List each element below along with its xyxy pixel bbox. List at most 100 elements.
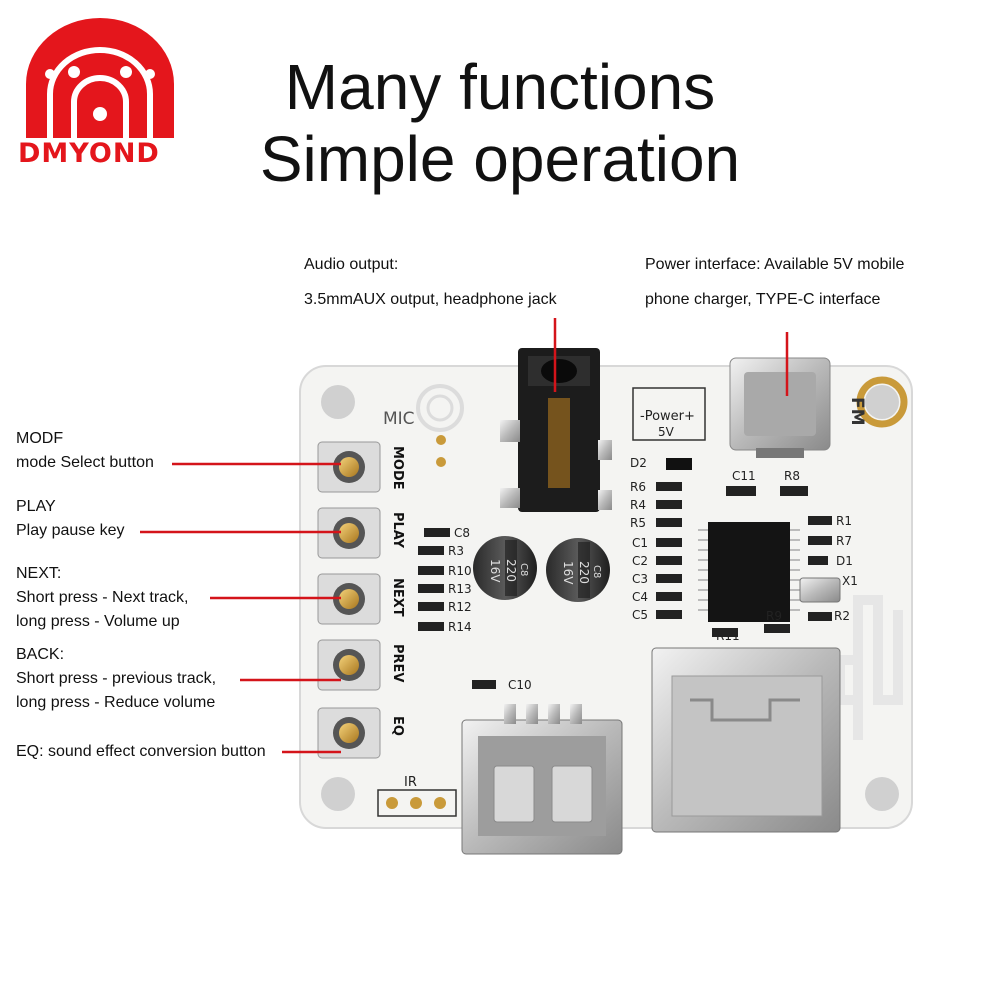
smd-part <box>808 516 832 525</box>
back-callout-title: BACK: <box>16 646 65 663</box>
silk-mic: MIC <box>383 409 415 429</box>
silk-power: -Power+ <box>640 409 695 424</box>
smd-part <box>418 602 444 611</box>
smd-part <box>656 482 682 491</box>
silk-ir: IR <box>404 775 417 790</box>
smd-part <box>808 536 832 545</box>
dmyond-logo-icon <box>26 18 174 138</box>
smd-part <box>472 680 496 689</box>
ref-label: R5 <box>630 516 646 530</box>
smd-part <box>726 486 756 496</box>
smd-part <box>418 546 444 555</box>
ref-label: R8 <box>784 469 800 483</box>
silk-fm: FM <box>847 397 867 426</box>
ref-label: C8 <box>454 526 470 540</box>
smd-part <box>764 624 790 633</box>
ref-label: C4 <box>632 590 648 604</box>
cap-marking: 16V <box>561 561 575 585</box>
ref-label: R7 <box>836 534 852 548</box>
silk-mode: MODE <box>390 446 405 490</box>
mount-hole <box>321 777 355 811</box>
ref-label: C2 <box>632 554 648 568</box>
headline-line1: Many functions <box>284 51 716 123</box>
power-callout-title: Power interface: Available 5V mobile <box>645 256 905 273</box>
ref-label: D1 <box>836 554 853 568</box>
ref-label: C11 <box>732 469 756 483</box>
mic-pad <box>436 435 446 445</box>
smd-part <box>780 486 808 496</box>
diode-d2 <box>666 458 692 470</box>
back-callout-desc: Short press - previous track, <box>16 670 217 687</box>
mic-pad <box>436 457 446 467</box>
ref-label: C1 <box>632 536 648 550</box>
ref-label: R6 <box>630 480 646 494</box>
ref-label: R10 <box>448 564 472 578</box>
crystal-x1 <box>799 577 841 603</box>
ref-label: R14 <box>448 620 472 634</box>
ref-label: X1 <box>842 574 858 588</box>
smd-part <box>656 574 682 583</box>
next-callout-desc: Short press - Next track, <box>16 589 189 606</box>
smd-part <box>418 566 444 575</box>
power-label-box <box>632 387 706 441</box>
ir-header <box>377 789 457 817</box>
silk-5v: 5V <box>658 425 675 439</box>
ref-label: D2 <box>630 456 647 470</box>
ref-label: R4 <box>630 498 646 512</box>
silk-next: NEXT <box>390 578 405 617</box>
smd-part <box>418 622 444 631</box>
electrolytic-capacitor <box>473 536 537 600</box>
ref-label: R13 <box>448 582 472 596</box>
play-button <box>317 507 381 559</box>
fm-pad <box>856 376 908 428</box>
ref-label: R3 <box>448 544 464 558</box>
modf-callout-title: MODF <box>16 430 64 447</box>
modf-callout-desc: mode Select button <box>16 454 154 471</box>
smd-part <box>656 518 682 527</box>
brand-name: DMYOND <box>18 138 160 169</box>
mount-hole <box>865 385 899 419</box>
audio-callout-desc: 3.5mmAUX output, headphone jack <box>304 291 557 308</box>
cap-marking: 16V <box>488 559 502 583</box>
audio-callout-title: Audio output: <box>304 256 399 273</box>
play-callout-desc: Play pause key <box>16 522 125 539</box>
headline-line2: Simple operation <box>259 123 741 195</box>
mic-ring-icon <box>416 384 464 432</box>
eq-callout-title: EQ: sound effect conversion button <box>16 743 266 760</box>
amplifier-ic <box>708 522 790 622</box>
smd-part <box>808 612 832 621</box>
smd-part <box>656 610 682 619</box>
ref-label: C3 <box>632 572 648 586</box>
power-callout-desc: phone charger, TYPE-C interface <box>645 291 881 308</box>
smd-part <box>808 556 828 565</box>
smd-part <box>656 592 682 601</box>
ref-label: C5 <box>632 608 648 622</box>
prev-button <box>317 639 381 691</box>
silk-eq: EQ <box>390 716 405 736</box>
cap-marking: 220 <box>504 559 518 582</box>
next-callout-title: NEXT: <box>16 565 62 582</box>
mount-hole <box>865 777 899 811</box>
electrolytic-capacitor <box>546 538 610 602</box>
next-button <box>317 573 381 625</box>
back-callout-desc2: long press - Reduce volume <box>16 694 216 711</box>
ref-label: R12 <box>448 600 472 614</box>
smd-part <box>418 584 444 593</box>
smd-part <box>712 628 738 637</box>
silk-play: PLAY <box>390 512 405 549</box>
ref-label: R11 <box>716 629 740 643</box>
ref-label: R2 <box>834 609 850 623</box>
silk-prev: PREV <box>390 644 405 682</box>
ref-label: R9 <box>766 609 782 623</box>
eq-button <box>317 707 381 759</box>
mode-button <box>317 441 381 493</box>
smd-part <box>424 528 450 537</box>
cap-marking: C8 <box>518 563 529 576</box>
play-callout-title: PLAY <box>16 498 56 515</box>
ref-label: R1 <box>836 514 852 528</box>
cap-marking: C8 <box>591 565 602 578</box>
smd-part <box>656 556 682 565</box>
mount-hole <box>321 385 355 419</box>
cap-marking: 220 <box>577 561 591 584</box>
